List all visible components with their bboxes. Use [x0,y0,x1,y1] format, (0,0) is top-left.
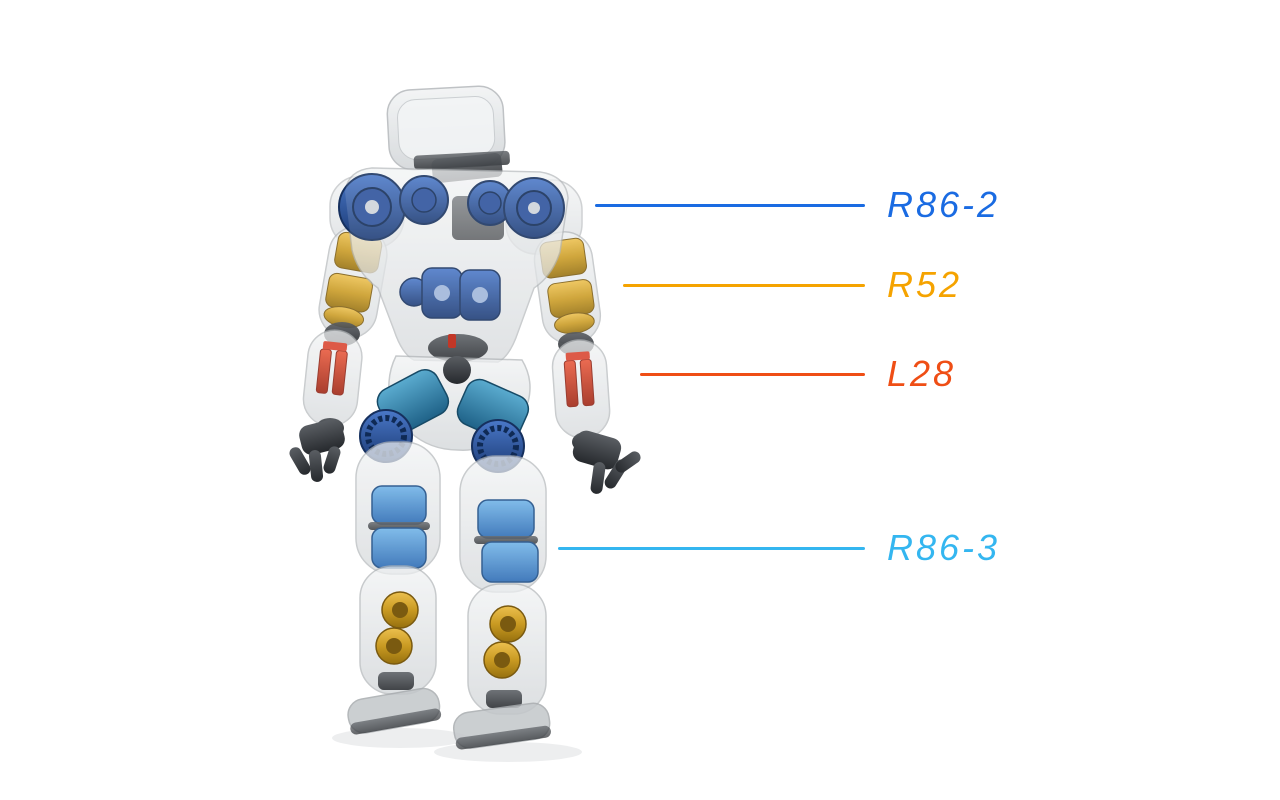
annotation-label-l28: L28 [887,353,957,394]
shoulder-actuators [338,173,565,241]
annotation-l28: L28 [640,352,956,396]
robot-left-hand [289,419,345,482]
leader-line-l28 [640,372,865,376]
robot-right-leg [452,455,551,750]
annotation-r86-2: R86-2 [595,183,1000,227]
annotation-r86-3: R86-3 [558,526,1000,570]
robot-left-foot [347,687,442,735]
robot-left-leg [347,441,442,735]
leader-line-r86-3 [558,546,865,550]
robot-right-hand [572,430,641,494]
robot-torso [338,167,569,363]
robot-right-foot [452,702,551,750]
leader-line-r52 [623,283,865,287]
annotation-label-r52: R52 [887,264,963,305]
robot-head [386,85,510,171]
leader-line-r86-2 [595,203,865,207]
annotation-r52: R52 [623,263,962,307]
annotation-label-r86-2: R86-2 [887,184,1001,225]
annotation-label-r86-3: R86-3 [887,527,1001,568]
torso-actuators [399,267,501,321]
